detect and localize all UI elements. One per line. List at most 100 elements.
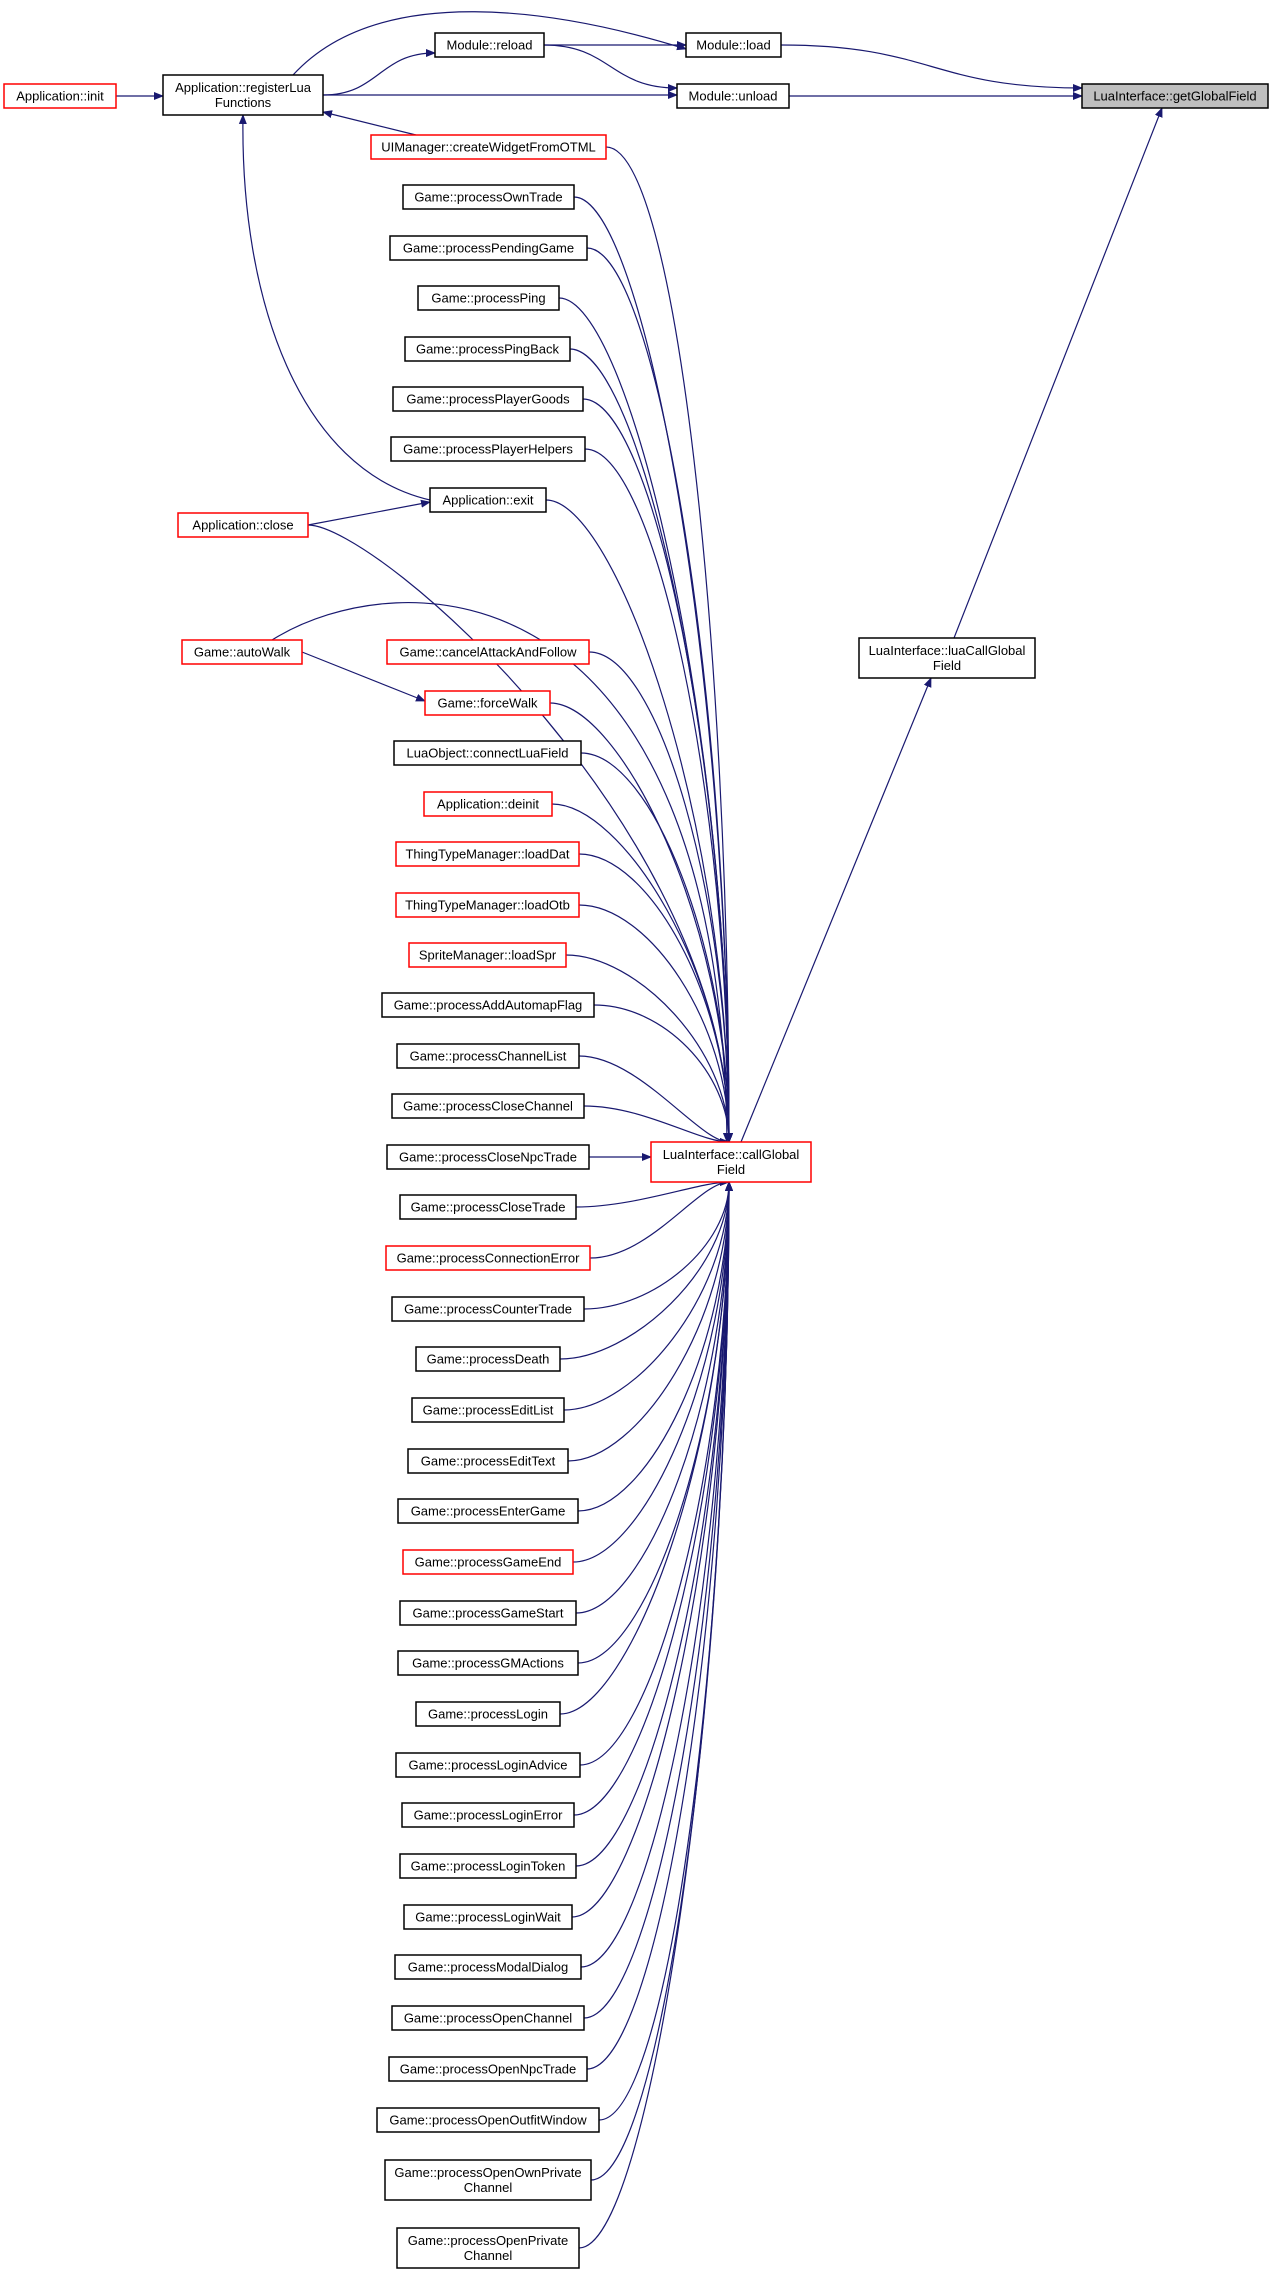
node-channelList[interactable]: Game::processChannelList: [396, 1043, 580, 1069]
node-cancelAttack[interactable]: Game::cancelAttackAndFollow: [386, 639, 590, 665]
node-box: [389, 235, 588, 261]
edge-loadDat-to-callGlobal: [578, 853, 733, 1143]
edge-appClose-to-appExit: [307, 499, 431, 526]
node-openChannel[interactable]: Game::processOpenChannel: [391, 2005, 585, 2031]
node-moduleUnload[interactable]: Module::unload: [676, 83, 790, 109]
node-box: [385, 1245, 591, 1271]
node-label: Channel: [464, 2248, 513, 2263]
node-ownTrade[interactable]: Game::processOwnTrade: [402, 184, 575, 210]
node-label: Field: [717, 1162, 745, 1177]
edge-openPrivate-to-callGlobal: [578, 1181, 733, 2249]
node-counterTrade[interactable]: Game::processCounterTrade: [391, 1296, 585, 1322]
node-label: Game::autoWalk: [194, 645, 291, 660]
node-gameEnd[interactable]: Game::processGameEnd: [402, 1549, 574, 1575]
node-appDeinit[interactable]: Application::deinit: [423, 791, 553, 817]
node-label: Game::processCounterTrade: [404, 1302, 572, 1317]
edge-pendingGame-to-callGlobal: [586, 247, 733, 1143]
node-death[interactable]: Game::processDeath: [415, 1346, 561, 1372]
edge-pingBack-to-callGlobal: [569, 348, 733, 1143]
node-closeTrade[interactable]: Game::processCloseTrade: [399, 1194, 577, 1220]
node-moduleLoad[interactable]: Module::load: [685, 32, 782, 58]
node-appClose[interactable]: Application::close: [177, 512, 309, 538]
edge-openNpcTrade-to-callGlobal: [586, 1181, 733, 2070]
node-label: Game::processEditList: [423, 1403, 554, 1418]
node-label: Module::load: [696, 38, 770, 53]
node-label: Game::processDeath: [427, 1352, 550, 1367]
node-loadDat[interactable]: ThingTypeManager::loadDat: [395, 841, 580, 867]
node-playerGoods[interactable]: Game::processPlayerGoods: [392, 386, 584, 412]
node-moduleReload[interactable]: Module::reload: [434, 32, 545, 58]
node-box: [394, 1954, 582, 1980]
node-label: LuaObject::connectLuaField: [407, 746, 569, 761]
edge-moduleLoad-to-getGlobalField: [780, 44, 1083, 92]
node-closeNpcTrade[interactable]: Game::processCloseNpcTrade: [386, 1144, 590, 1170]
node-box: [676, 83, 790, 109]
node-playerHelpers[interactable]: Game::processPlayerHelpers: [390, 436, 586, 462]
node-enterGame[interactable]: Game::processEnterGame: [397, 1498, 579, 1524]
node-uiCreate[interactable]: UIManager::createWidgetFromOTML: [370, 134, 607, 160]
node-loginError[interactable]: Game::processLoginError: [401, 1802, 575, 1828]
node-ping[interactable]: Game::processPing: [417, 285, 560, 311]
edge-appRegister-to-moduleLoad: [292, 11, 687, 76]
edge-enterGame-to-callGlobal: [577, 1181, 733, 1512]
node-gameStart[interactable]: Game::processGameStart: [399, 1600, 577, 1626]
nodes-layer: LuaInterface::getGlobalFieldLuaInterface…: [3, 32, 1269, 2269]
node-box: [162, 74, 324, 116]
node-getGlobalField[interactable]: LuaInterface::getGlobalField: [1081, 83, 1269, 109]
node-editText[interactable]: Game::processEditText: [407, 1448, 569, 1474]
node-box: [417, 285, 560, 311]
node-connectLua[interactable]: LuaObject::connectLuaField: [393, 740, 582, 766]
edge-playerHelpers-to-callGlobal: [584, 448, 733, 1143]
edge-editText-to-callGlobal: [567, 1181, 733, 1462]
node-loginWait[interactable]: Game::processLoginWait: [403, 1904, 573, 1930]
node-box: [403, 1904, 573, 1930]
node-box: [384, 2159, 592, 2201]
node-loadOtb[interactable]: ThingTypeManager::loadOtb: [395, 892, 580, 918]
node-appInit[interactable]: Application::init: [3, 83, 117, 109]
node-label: LuaInterface::callGlobal: [663, 1147, 800, 1162]
node-box: [424, 690, 551, 716]
edge-appExit-to-appRegister: [238, 114, 431, 501]
node-openOutfit[interactable]: Game::processOpenOutfitWindow: [376, 2107, 600, 2133]
edge-connectLua-to-callGlobal: [580, 752, 733, 1143]
node-gmActions[interactable]: Game::processGMActions: [397, 1650, 579, 1676]
node-box: [401, 1802, 575, 1828]
node-loginToken[interactable]: Game::processLoginToken: [399, 1853, 577, 1879]
node-box: [392, 386, 584, 412]
node-forceWalk[interactable]: Game::forceWalk: [424, 690, 551, 716]
node-label: Game::processOpenNpcTrade: [400, 2062, 577, 2077]
node-label: Game::processCloseTrade: [411, 1200, 566, 1215]
edge-connError-to-callGlobal: [589, 1178, 730, 1259]
node-label: Game::processEditText: [421, 1454, 556, 1469]
node-box: [858, 637, 1036, 679]
node-box: [386, 1144, 590, 1170]
node-box: [1081, 83, 1269, 109]
node-modalDialog[interactable]: Game::processModalDialog: [394, 1954, 582, 1980]
edges-layer: [116, 11, 1163, 2249]
node-box: [411, 1397, 565, 1423]
node-connError[interactable]: Game::processConnectionError: [385, 1245, 591, 1271]
node-pingBack[interactable]: Game::processPingBack: [404, 336, 571, 362]
node-addAutomap[interactable]: Game::processAddAutomapFlag: [381, 992, 595, 1018]
node-label: Application::exit: [442, 493, 533, 508]
node-loadSpr[interactable]: SpriteManager::loadSpr: [408, 942, 567, 968]
node-closeChannel[interactable]: Game::processCloseChannel: [391, 1093, 585, 1119]
node-login[interactable]: Game::processLogin: [415, 1701, 561, 1727]
node-openNpcTrade[interactable]: Game::processOpenNpcTrade: [388, 2056, 588, 2082]
node-editList[interactable]: Game::processEditList: [411, 1397, 565, 1423]
node-box: [399, 1194, 577, 1220]
edge-counterTrade-to-callGlobal: [583, 1181, 733, 1310]
node-autoWalk[interactable]: Game::autoWalk: [181, 639, 303, 665]
edge-uiCreate-to-callGlobal: [605, 146, 733, 1143]
node-appExit[interactable]: Application::exit: [429, 487, 547, 513]
node-loginAdvice[interactable]: Game::processLoginAdvice: [395, 1752, 581, 1778]
node-label: Game::processPlayerGoods: [406, 392, 570, 407]
node-pendingGame[interactable]: Game::processPendingGame: [389, 235, 588, 261]
node-label: Game::forceWalk: [438, 696, 538, 711]
